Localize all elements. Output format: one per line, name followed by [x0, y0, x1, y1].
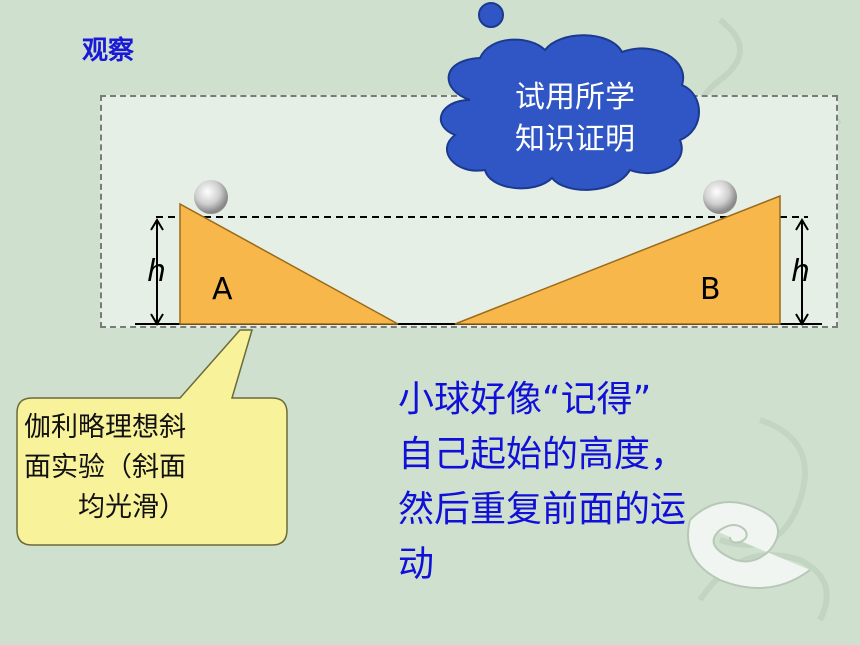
incline-a — [179, 202, 399, 325]
cloud-line: 试用所学 — [515, 80, 635, 115]
scroll-ornament-icon — [687, 501, 811, 589]
thought-cloud-text: 试用所学 知识证明 — [485, 77, 665, 161]
callout-box — [16, 329, 288, 546]
main-text-line: 然后重复前面的运 — [398, 489, 687, 530]
callout-line: 均光滑） — [78, 492, 186, 523]
incline-a-label: A — [212, 272, 233, 307]
ball-end — [703, 180, 737, 214]
callout-line: 面实验（斜面 — [24, 452, 186, 483]
callout-line: 伽利略理想斜 — [24, 412, 186, 443]
height-arrow-left — [150, 218, 164, 326]
cloud-line: 知识证明 — [515, 122, 635, 157]
height-label-left: h — [147, 254, 167, 289]
slide-title: 观察 — [82, 36, 135, 66]
incline-b-label: B — [700, 272, 721, 307]
ball-start — [194, 180, 228, 214]
height-label-right: h — [791, 254, 811, 289]
callout-text: 伽利略理想斜 面实验（斜面 均光滑） — [24, 408, 276, 528]
height-arrow-right — [795, 218, 809, 326]
thought-cloud-shape — [439, 34, 700, 191]
main-text-line: 动 — [398, 544, 435, 585]
main-text-line: 自己起始的高度， — [398, 434, 687, 475]
incline-b — [454, 194, 781, 325]
main-explanation-text: 小球好像“记得” 自己起始的高度， 然后重复前面的运 动 — [398, 372, 798, 592]
thought-bubble-dot — [478, 2, 504, 28]
main-text-line: 小球好像“记得” — [398, 379, 652, 420]
